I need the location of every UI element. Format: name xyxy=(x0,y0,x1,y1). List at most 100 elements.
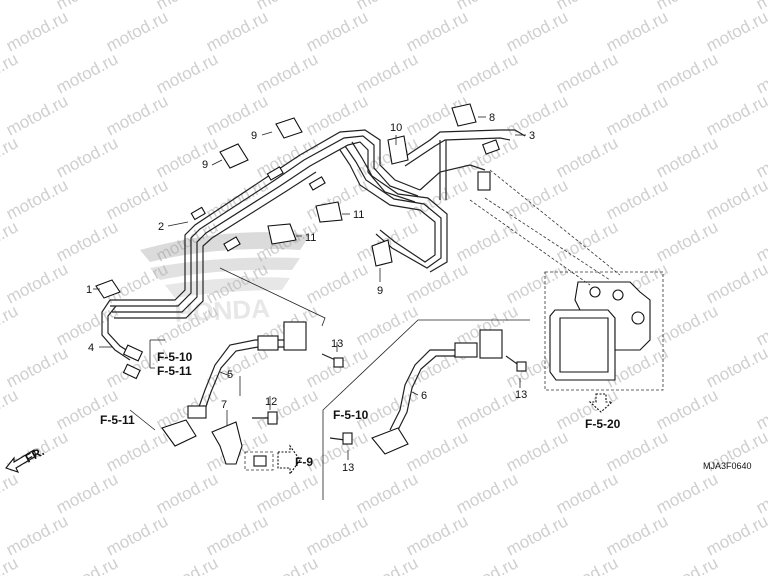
watermark-text: motod.ru xyxy=(403,259,471,307)
callout-7: 7 xyxy=(221,399,227,411)
brake-pipe-bundle xyxy=(339,129,526,273)
bolt-13-a xyxy=(321,353,344,368)
callout-8: 8 xyxy=(489,112,495,124)
callout-1: 1 xyxy=(86,284,92,296)
watermark-text: motod.ru xyxy=(653,217,721,265)
watermark-text: motod.ru xyxy=(253,553,321,576)
watermark-text: motod.ru xyxy=(553,49,621,97)
svg-text:HONDA: HONDA xyxy=(174,293,271,328)
callout-2: 2 xyxy=(158,221,164,233)
watermark-text: motod.ru xyxy=(153,553,221,576)
callout-10: 10 xyxy=(390,122,402,134)
watermark-text: motod.ru xyxy=(453,553,521,576)
watermark-text: motod.ru xyxy=(453,385,521,433)
watermark-text: motod.ru xyxy=(703,511,768,559)
watermark-text: motod.ru xyxy=(203,91,271,139)
watermark-text: motod.ru xyxy=(603,91,671,139)
watermark-text: motod.ru xyxy=(0,0,21,14)
watermark-text: motod.ru xyxy=(503,175,571,223)
watermark-text: motod.ru xyxy=(3,259,71,307)
watermark-text: motod.ru xyxy=(0,469,21,517)
watermark-text: motod.ru xyxy=(753,553,768,576)
callout-9-b: 9 xyxy=(251,130,257,142)
watermark-text: motod.ru xyxy=(303,427,371,475)
watermark-text: motod.ru xyxy=(0,217,21,265)
callout-12: 12 xyxy=(265,396,277,408)
watermark-text: motod.ru xyxy=(703,175,768,223)
watermark-text: motod.ru xyxy=(753,385,768,433)
callout-6: 6 xyxy=(421,390,427,402)
watermark-text: motod.ru xyxy=(653,385,721,433)
watermark-text: motod.ru xyxy=(603,7,671,55)
abs-modulator xyxy=(469,169,664,391)
callout-9-a: 9 xyxy=(202,159,208,171)
ref-f-5-10-b: F-5-10 xyxy=(333,408,369,422)
watermark-text: motod.ru xyxy=(753,469,768,517)
watermark-text: motod.ru xyxy=(53,553,121,576)
watermark-text: motod.ru xyxy=(553,469,621,517)
ref-f-5-10-a: F-5-10 xyxy=(157,350,193,364)
watermark-text: motod.ru xyxy=(153,469,221,517)
brake-pipe-4 xyxy=(101,299,144,380)
watermark-text: motod.ru xyxy=(3,343,71,391)
watermark-text: motod.ru xyxy=(553,217,621,265)
watermark-text: motod.ru xyxy=(3,91,71,139)
watermark-text: motod.ru xyxy=(53,133,121,181)
watermark-text: motod.ru xyxy=(553,553,621,576)
brake-hose-6 xyxy=(371,329,503,455)
watermark-text: motod.ru xyxy=(0,385,21,433)
watermark-text: motod.ru xyxy=(503,427,571,475)
watermark-text: motod.ru xyxy=(353,553,421,576)
callout-13-b: 13 xyxy=(515,389,527,401)
watermark-text: motod.ru xyxy=(603,175,671,223)
bolts xyxy=(211,353,527,471)
callout-11-b: 11 xyxy=(305,232,316,244)
ref-f-9: F-9 xyxy=(295,455,313,469)
watermark-text: motod.ru xyxy=(403,511,471,559)
watermark-text: motod.ru xyxy=(503,511,571,559)
watermark-text: motod.ru xyxy=(153,49,221,97)
bolt-13-c xyxy=(329,432,353,445)
bracket-7 xyxy=(211,421,274,471)
callout-5: 5 xyxy=(227,369,233,381)
honda-wing-logo: HONDA xyxy=(140,232,310,328)
watermark-text: motod.ru xyxy=(753,49,768,97)
watermark-text: motod.ru xyxy=(53,217,121,265)
watermark-text: motod.ru xyxy=(103,7,171,55)
watermark-text: motod.ru xyxy=(703,91,768,139)
ref-f-5-20: F-5-20 xyxy=(585,417,621,431)
watermark-text: motod.ru xyxy=(0,133,21,181)
watermark-text: motod.ru xyxy=(453,49,521,97)
watermark-text: motod.ru xyxy=(153,133,221,181)
watermark-text: motod.ru xyxy=(253,133,321,181)
watermark-text: motod.ru xyxy=(453,217,521,265)
watermark-text: motod.ru xyxy=(703,7,768,55)
watermark-text: motod.ru xyxy=(3,511,71,559)
watermark-text: motod.ru xyxy=(603,427,671,475)
watermark-text: motod.ru xyxy=(703,343,768,391)
callout-3: 3 xyxy=(529,130,535,142)
watermark-text: motod.ru xyxy=(403,427,471,475)
watermark-text: motod.ru xyxy=(653,553,721,576)
watermark-text: motod.ru xyxy=(503,259,571,307)
brake-hose-5 xyxy=(161,321,307,447)
watermark-text: motod.ru xyxy=(553,133,621,181)
watermark-text: motod.ru xyxy=(603,511,671,559)
callout-9-c: 9 xyxy=(377,285,383,297)
watermark-text: motod.ru xyxy=(103,175,171,223)
callout-11-a: 11 xyxy=(353,209,364,221)
watermark-text: motod.ru xyxy=(503,91,571,139)
watermark-text: motod.ru xyxy=(103,511,171,559)
watermark-text: motod.ru xyxy=(403,175,471,223)
watermark-text: motod.ru xyxy=(703,259,768,307)
watermark-text: motod.ru xyxy=(303,511,371,559)
watermark-text: motod.ru xyxy=(253,385,321,433)
watermark-text: motod.ru xyxy=(503,7,571,55)
labels: 1 2 3 4 5 6 7 8 9 9 9 9 10 11 11 12 13 1… xyxy=(23,112,752,474)
watermark-text: motod.ru xyxy=(3,7,71,55)
watermark-text: motod.ru xyxy=(353,49,421,97)
watermark-text: motod.ru xyxy=(753,133,768,181)
ref-f-5-11-a: F-5-11 xyxy=(157,364,192,378)
watermark-text: motod.ru xyxy=(203,175,271,223)
